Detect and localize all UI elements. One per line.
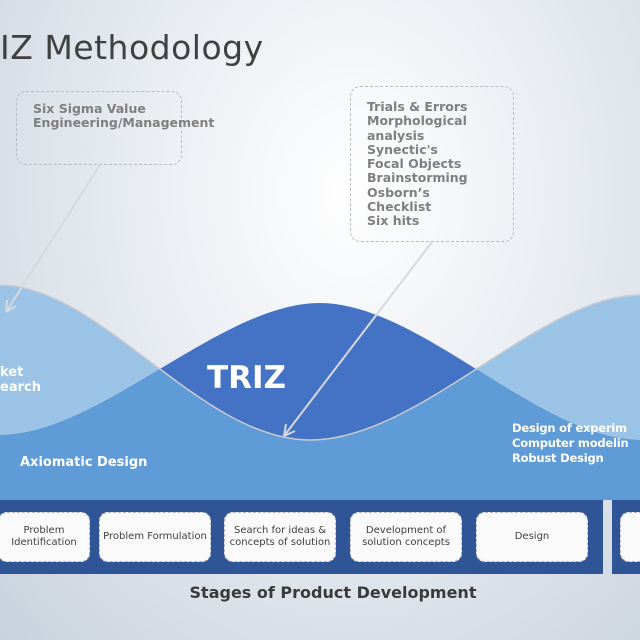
left-arrowhead-icon (5, 299, 17, 313)
method-item: Focal Objects (367, 156, 462, 172)
right-arrowhead-icon (283, 423, 296, 437)
stage-box: Search for ideas & concepts of solution (224, 512, 336, 562)
page-title: IZ Methodology (0, 28, 264, 67)
method-item: Trials & Errors (367, 99, 468, 114)
stage-box: Development of solution concepts (350, 512, 462, 562)
footer-caption: Stages of Product Development (189, 583, 477, 602)
triz-label: TRIZ (207, 360, 287, 396)
method-item: Morphological analysis (367, 113, 467, 143)
right-arrow (283, 241, 433, 437)
stage-box: Problem Formulation (99, 512, 211, 562)
stages-band: Problem Identification Problem Formulati… (0, 500, 603, 574)
right-method: Design of experim (512, 421, 627, 435)
left-arrow (5, 164, 101, 313)
wave-outline (0, 284, 640, 441)
stage-box-partial (620, 512, 640, 562)
method-item: Six hits (367, 213, 420, 229)
right-methods-label: Design of experim Computer modelin Robus… (512, 421, 640, 466)
method-item: Synectic's (367, 141, 438, 157)
right-method: Computer modelin (512, 436, 629, 450)
stage-box: Problem Identification (0, 512, 90, 562)
method-item: Brainstorming (367, 170, 468, 186)
axiomatic-design-label: Axiomatic Design (20, 455, 148, 470)
right-method: Robust Design (512, 451, 604, 465)
callout-six-sigma: Six Sigma Value Engineering/Management (16, 91, 214, 165)
market-research-label: ket earch (0, 365, 41, 395)
method-item: Osborn’s Checklist (367, 184, 432, 215)
stage-box: Design (476, 512, 588, 562)
stages-band-right (612, 500, 640, 574)
callout-methods: Trials & Errors Morphological analysis S… (350, 86, 514, 242)
